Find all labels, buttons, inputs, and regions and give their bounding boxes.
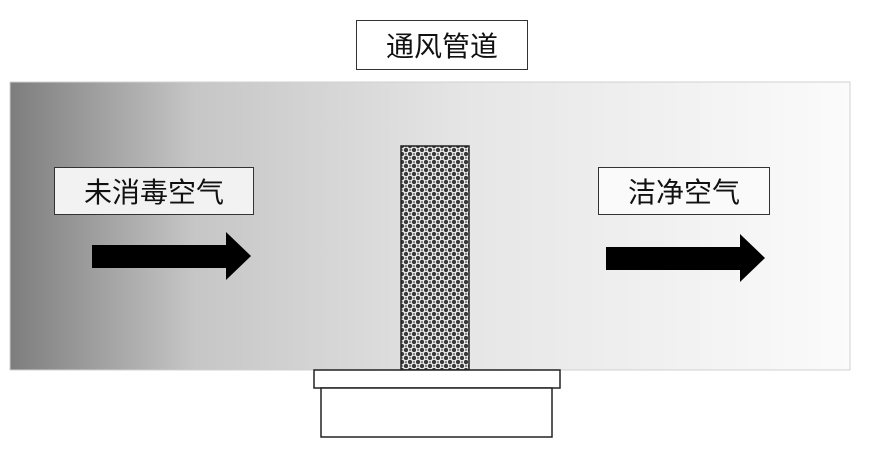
filter-base-block — [320, 387, 553, 438]
diagram-title: 通风管道 — [356, 20, 528, 70]
filter-base-plate — [313, 369, 561, 389]
arrow-right-icon — [92, 232, 251, 280]
inlet-air-label: 未消毒空气 — [54, 167, 254, 215]
outlet-air-label: 洁净空气 — [598, 167, 770, 215]
arrow-right-icon — [606, 234, 765, 282]
filter-element — [400, 145, 470, 371]
